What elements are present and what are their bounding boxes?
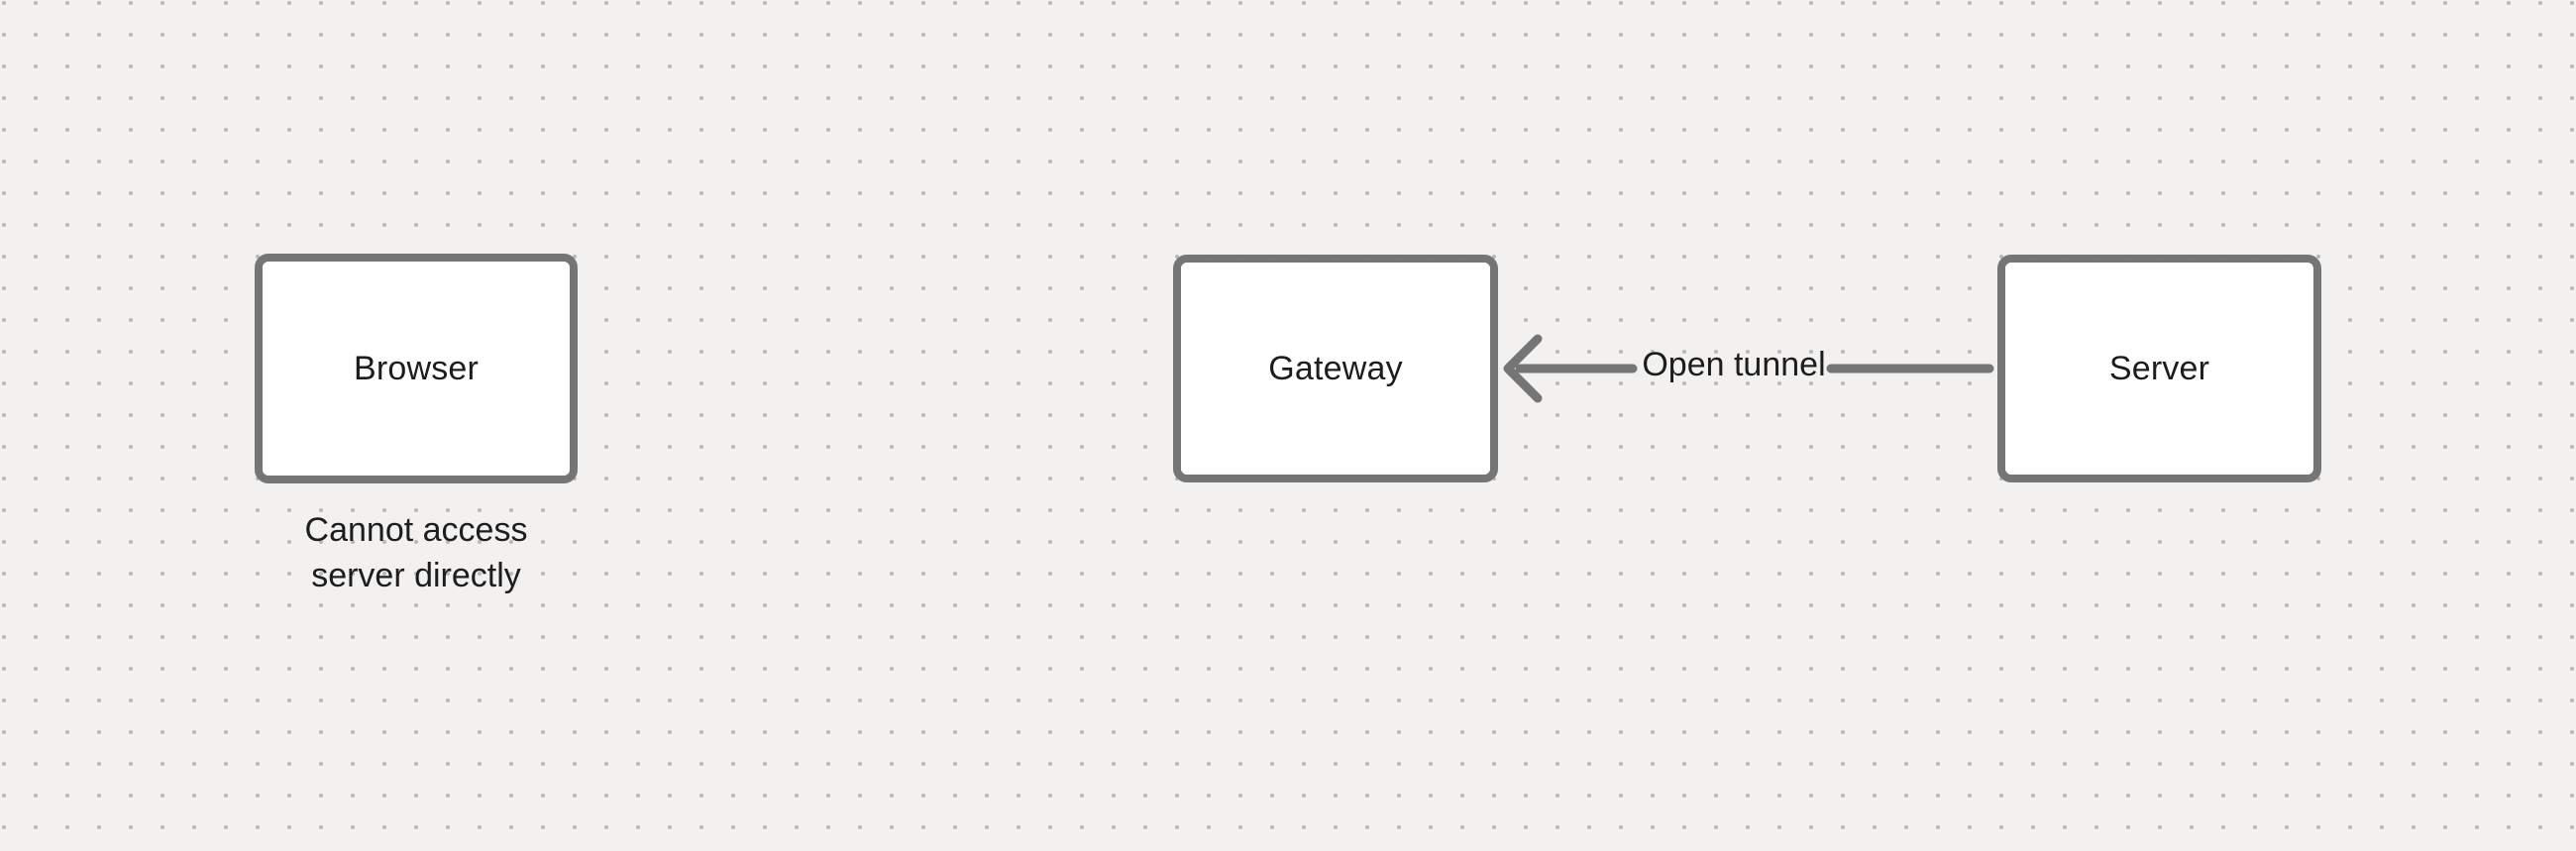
node-browser-label: Browser: [353, 349, 480, 387]
node-gateway[interactable]: Gateway: [1173, 255, 1498, 482]
caption-cannot-access[interactable]: Cannot access server directly: [195, 507, 637, 598]
node-server[interactable]: Server: [1997, 255, 2321, 482]
caption-line-2: server directly: [311, 557, 521, 594]
node-server-label: Server: [2108, 349, 2210, 387]
node-browser[interactable]: Browser: [255, 254, 578, 483]
caption-line-1: Cannot access: [304, 511, 528, 549]
connector-label[interactable]: Open tunnel: [1642, 346, 1826, 383]
arrowhead-left-icon: [1503, 334, 1543, 403]
connector-arrow-server-to-gateway[interactable]: [1486, 317, 2001, 426]
node-gateway-label: Gateway: [1268, 349, 1403, 387]
